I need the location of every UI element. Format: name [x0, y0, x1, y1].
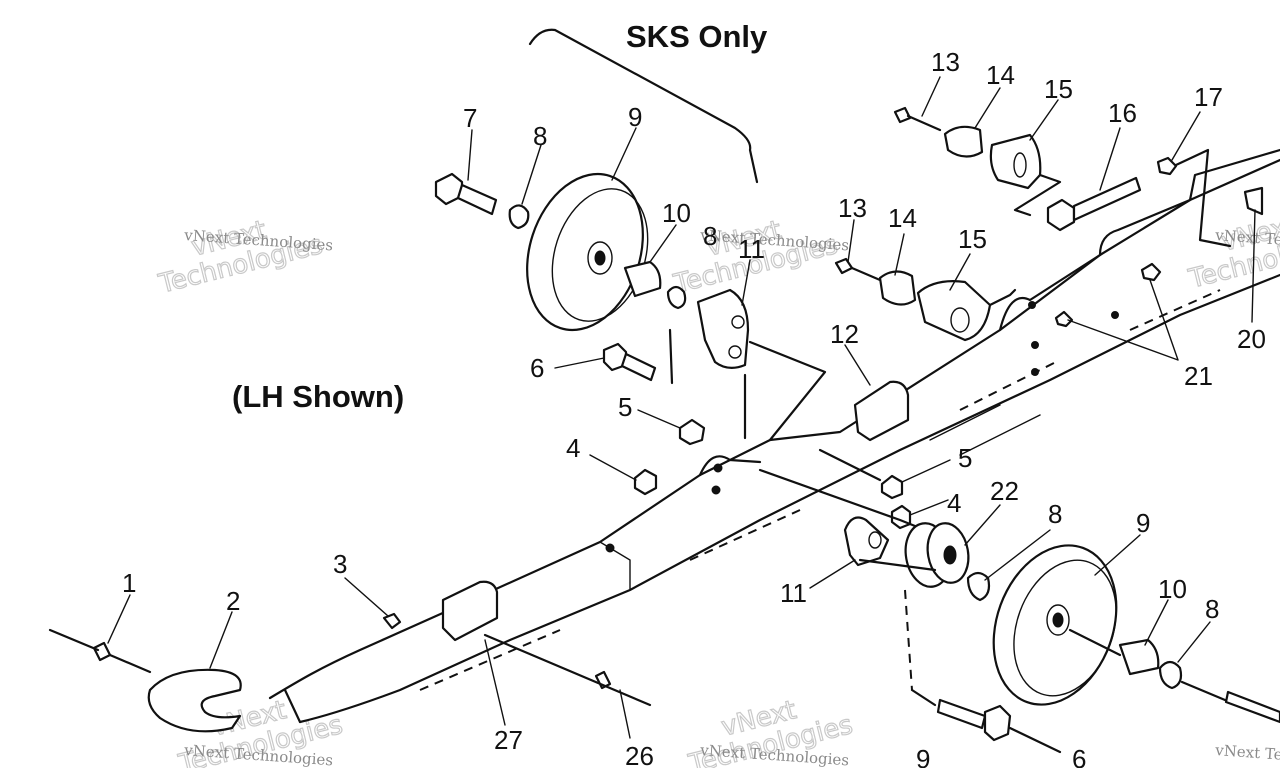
- bolt-part: [1046, 198, 1076, 232]
- callout-number: 14: [986, 60, 1015, 90]
- washer-part: [666, 285, 687, 310]
- side-label: (LH Shown): [232, 379, 404, 414]
- idler-wheel-part: [526, 172, 649, 332]
- callout-number: 8: [1205, 594, 1219, 624]
- nut-part: [633, 468, 658, 496]
- sks-bracket: [528, 28, 759, 184]
- callout-number: 16: [1108, 98, 1137, 128]
- rail-hole: [713, 463, 723, 473]
- callout-number: 7: [463, 103, 477, 133]
- clip-part: [1243, 186, 1264, 216]
- watermark-group: vNext Technologies vNext Technologies vN…: [155, 210, 1280, 768]
- washer-part: [508, 204, 530, 230]
- callout-number: 11: [738, 234, 765, 264]
- callout-number: 3: [333, 549, 347, 579]
- watermark-text: vNext Technologies: [1214, 741, 1280, 768]
- rail-hole: [711, 485, 721, 495]
- callout-number: 2: [226, 586, 240, 616]
- bushing-part: [943, 125, 984, 158]
- nut-part: [880, 474, 904, 500]
- rail-hole: [1028, 301, 1036, 309]
- header-label: SKS Only: [626, 19, 768, 54]
- callout-number: 8: [703, 221, 717, 251]
- callout-number: 13: [838, 193, 867, 223]
- callout-number: 27: [494, 725, 523, 755]
- ski-tip-part: [147, 668, 242, 733]
- callout-number: 14: [888, 203, 917, 233]
- callout-number: 11: [780, 578, 807, 608]
- saddle-part: [441, 580, 499, 642]
- callout-number: 1: [122, 568, 136, 598]
- callout-number: 17: [1194, 82, 1223, 112]
- callout-number: 21: [1184, 361, 1213, 391]
- rail-hole: [605, 543, 615, 553]
- callout-number: 12: [830, 319, 859, 349]
- bushing-part: [878, 270, 917, 306]
- bolt-part: [1224, 690, 1280, 724]
- callout-number: 5: [958, 443, 972, 473]
- callout-labels: 1 2 3 4 4 5 5 6 6 7 8 8 8 8 9 9 9 10 10 …: [122, 47, 1266, 768]
- cap-part: [853, 380, 910, 442]
- nut-part: [1054, 310, 1074, 328]
- bolt-part: [834, 257, 854, 275]
- bushing-part: [1118, 638, 1160, 676]
- bolt-part: [434, 172, 464, 206]
- nut-part: [382, 612, 402, 630]
- callout-number: 4: [566, 433, 580, 463]
- callout-number: 15: [958, 224, 987, 254]
- callout-number: 13: [931, 47, 960, 77]
- callout-number: 4: [947, 488, 961, 518]
- rail-hole: [1031, 368, 1039, 376]
- nut-part: [1156, 156, 1178, 176]
- washer-part: [966, 571, 991, 602]
- idler-wheel-part: [992, 544, 1118, 706]
- callout-number: 9: [628, 102, 642, 132]
- leader-lines: [107, 76, 1256, 739]
- callout-number: 22: [990, 476, 1019, 506]
- callout-number: 9: [1136, 508, 1150, 538]
- callout-number: 9: [916, 744, 930, 768]
- spindle-bracket-part: [696, 288, 750, 369]
- rivet-part: [92, 641, 112, 662]
- nut-part: [678, 418, 706, 446]
- washer-part: [1158, 660, 1183, 690]
- bumper-part: [989, 133, 1042, 190]
- bolt-part: [936, 698, 987, 730]
- callout-number: 6: [530, 353, 544, 383]
- callout-number: 26: [625, 741, 654, 768]
- callout-number: 8: [1048, 499, 1062, 529]
- nut-part: [1140, 262, 1162, 282]
- callout-number: 10: [1158, 574, 1187, 604]
- callout-number: 6: [1072, 744, 1086, 768]
- callout-number: 5: [618, 392, 632, 422]
- callout-number: 8: [533, 121, 547, 151]
- rail-hole: [1111, 311, 1119, 319]
- bushing-part: [623, 260, 662, 298]
- rail-hole: [1031, 341, 1039, 349]
- spacer-part: [904, 522, 970, 588]
- callout-number: 15: [1044, 74, 1073, 104]
- callout-number: 10: [662, 198, 691, 228]
- callout-number: 20: [1237, 324, 1266, 354]
